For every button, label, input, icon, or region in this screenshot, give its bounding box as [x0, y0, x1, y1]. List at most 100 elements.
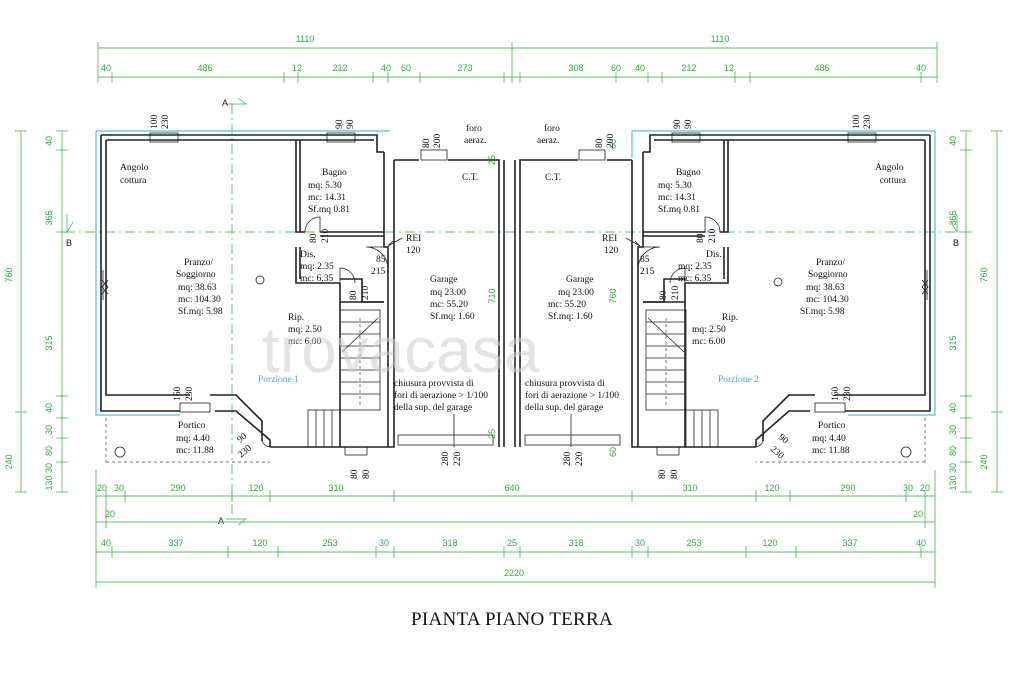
dim-left: 40: [44, 136, 54, 146]
dim-bottom2: 337: [842, 538, 857, 548]
dim-left-total: 760: [4, 267, 14, 282]
left-dimension-chains: 40 365 315 40 30 80 30 130 760 240: [4, 130, 68, 493]
dim-bottom-edge-right: 20: [913, 509, 923, 519]
building-outline: [95, 130, 936, 416]
opening-label: 80: [658, 469, 668, 479]
dim-left-half: 240: [4, 454, 14, 469]
section-mark-a-top: A: [222, 98, 228, 108]
room-bagno-left: Bagno mq: 5.30 mc: 14.31 Sf.mq 0.81: [308, 168, 350, 215]
opening-label: 280: [441, 452, 451, 467]
dim-right: 40: [948, 136, 958, 146]
opening-label: 100: [150, 115, 160, 130]
dim-right: 80: [948, 446, 958, 456]
dim-bottom1: 120: [764, 483, 779, 493]
room-rip-right: Rip. mq: 2.50 mc: 6.00: [692, 313, 740, 347]
room-dis-right: Dis. mq: 2.35 mc: 6.35: [678, 250, 724, 284]
opening-label: 80: [362, 469, 372, 479]
opening-label: 80: [659, 290, 669, 300]
room-labels: Angolo cottura Angolo cottura Bagno mq: …: [120, 123, 907, 456]
room-rip-left: Rip. mq: 2.50 mc: 6.00: [288, 313, 324, 347]
opening-label: 80: [309, 233, 319, 243]
unit-left-walls: [100, 132, 505, 463]
opening-label: 200: [606, 134, 616, 149]
dim-bottom2: 337: [168, 538, 183, 548]
dim-bottom2: 30: [635, 538, 645, 548]
opening-label: 90: [684, 119, 694, 129]
opening-label: 80: [349, 290, 359, 300]
dim-bottom-total: 2220: [504, 568, 524, 578]
foro-aerazione-right: foro aeraz.: [537, 123, 562, 146]
opening-label: 85: [640, 255, 650, 265]
room-pranzo-soggiorno-left: Pranzo/ Soggiorno mq: 38.63 mc: 104.30 S…: [176, 258, 223, 317]
dim-bottom2: 253: [686, 538, 701, 548]
dim-right-half: 240: [979, 454, 989, 469]
dim-bottom2: 30: [379, 538, 389, 548]
dim-bottom2: 120: [252, 538, 267, 548]
dim-left: 30: [44, 463, 54, 473]
room-pranzo-soggiorno-right: Pranzo/ Soggiorno mq: 38.63 mc: 104.30 S…: [800, 258, 851, 317]
room-angolo-cottura-right: Angolo cottura: [875, 163, 907, 186]
opening-label: 215: [371, 267, 386, 277]
porzione-1-label: Porzione 1: [258, 375, 299, 385]
dim-top-total-left: 1110: [296, 34, 315, 44]
opening-label: 80: [670, 469, 680, 479]
dim-right: 40: [948, 403, 958, 413]
dim-bottom2: 318: [442, 538, 457, 548]
dim-top-part: 40: [916, 63, 926, 73]
dim-top-part: 273: [457, 63, 472, 73]
dim-left: 80: [44, 446, 54, 456]
dim-bottom1: 30: [903, 483, 913, 493]
dim-top-total-right: 1110: [711, 34, 730, 44]
dim-bottom1: 310: [682, 483, 697, 493]
dim-bottom1: 290: [840, 483, 855, 493]
room-ct-right: C.T.: [545, 173, 561, 183]
opening-label: 220: [453, 452, 463, 467]
dim-top-part: 486: [814, 63, 829, 73]
dim-bottom1: 310: [328, 483, 343, 493]
page-title: PIANTA PIANO TERRA: [411, 609, 613, 630]
dim-bottom1: 20: [97, 483, 107, 493]
dim-top-part: 60: [611, 63, 621, 73]
dim-bottom2: 40: [101, 538, 111, 548]
dim-left: 30: [44, 425, 54, 435]
opening-label: 210: [708, 229, 718, 244]
dim-right: 315: [948, 335, 958, 350]
dim-top-part: 40: [635, 63, 645, 73]
room-portico-right: Portico mq: 4.40 mc: 11.88: [812, 421, 850, 456]
dim-bottom2: 318: [568, 538, 583, 548]
room-garage-left: Garage mq 23.00 mc: 55.20 Sf.mq: 1.60: [430, 275, 475, 322]
dim-top-part: 308: [568, 63, 583, 73]
opening-label: 230: [161, 115, 171, 130]
dim-top-part: 40: [101, 63, 111, 73]
dim-top-part: 60: [401, 63, 411, 73]
dim-bottom1: 120: [248, 483, 263, 493]
dim-60-right: 60: [608, 447, 618, 457]
top-dimension-chains: 1110 1110 40 486 12 212 40 60 273 308 60…: [97, 34, 938, 83]
room-angolo-cottura-left: Angolo cottura: [120, 163, 151, 186]
right-dimension-chains: 40 365 315 40 30 80 30 130 760 240: [948, 130, 1003, 493]
dim-top-part: 212: [681, 63, 696, 73]
room-dis-left: Dis. mq: 2.35 mc: 6.35: [300, 250, 336, 284]
dim-garage-depth-right: 760: [608, 288, 618, 303]
opening-label: 230: [768, 445, 786, 462]
watermark: trovacasa: [262, 314, 540, 386]
room-garage-right: Garage mq 23.00 mc: 55.20 Sf.mq: 1.60: [548, 275, 596, 322]
dim-left: 40: [44, 403, 54, 413]
dim-right: 130: [948, 475, 958, 490]
section-mark-b-left: B: [66, 238, 72, 248]
rei-label-left: REI 120: [406, 234, 424, 256]
opening-label: 100: [852, 115, 862, 130]
bottom-dimension-chains: 20 30 290 120 310 640 310 120 290 30 20 …: [95, 470, 936, 588]
opening-label: 90: [346, 119, 356, 129]
dim-bottom-edge-left: 20: [105, 509, 115, 519]
opening-label: 215: [640, 267, 655, 277]
stairs-left: [307, 309, 381, 448]
opening-label: 230: [237, 443, 255, 460]
opening-label: 230: [185, 387, 195, 402]
dim-left: 365: [44, 210, 54, 225]
room-portico-left: Portico mq: 4.40 mc: 11.88: [176, 421, 214, 456]
opening-labels: 100 230 90 90 80 200 100 230 90 90 80 20…: [150, 115, 873, 480]
garage-note-left: chiusura provvista di fori di aerazione …: [394, 379, 490, 413]
opening-label: 80: [350, 469, 360, 479]
dim-left: 315: [44, 335, 54, 350]
